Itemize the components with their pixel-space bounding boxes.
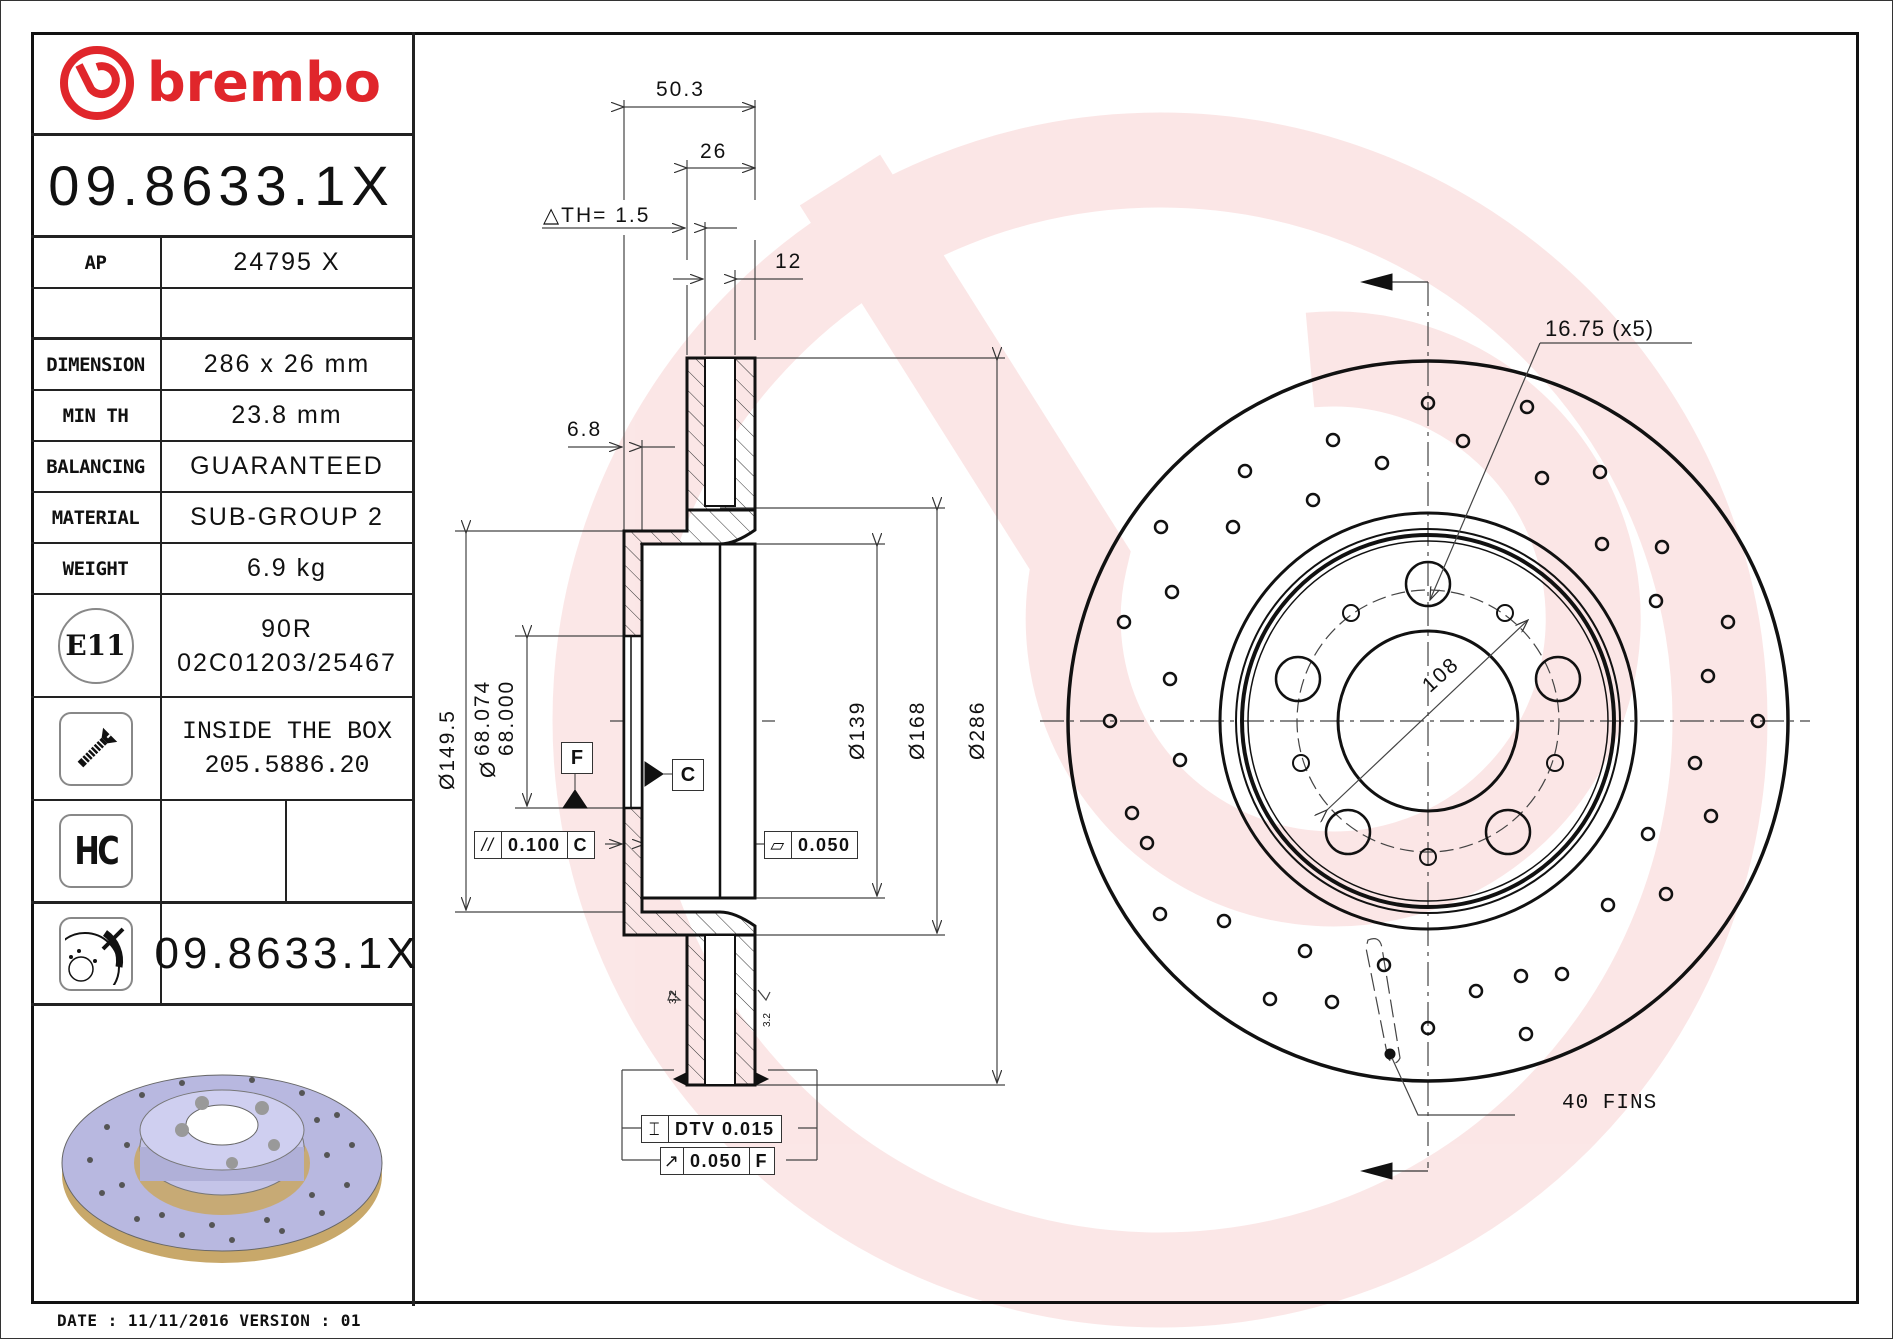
hc-feature: HC xyxy=(31,801,160,901)
spec-label-ap: AP xyxy=(84,251,107,274)
dim-d286: Ø286 xyxy=(966,700,989,760)
tolerance-runout: ↗ 0.050 F xyxy=(660,1147,776,1175)
flatness-icon: ▱ xyxy=(765,832,792,858)
footer-date-version: DATE : 11/11/2016 VERSION : 01 xyxy=(57,1311,361,1330)
screw-line2: 205.5886.20 xyxy=(204,750,370,780)
tolerance-flatness: ▱ 0.050 xyxy=(764,831,858,859)
roughness-right: 3.2 xyxy=(762,1013,773,1027)
disc-ref-part-number: 09.8633.1X xyxy=(154,928,420,978)
dim-d68-prefix: Ø xyxy=(477,759,500,778)
dim-d139: Ø139 xyxy=(846,700,869,760)
dtv-value: DTV 0.015 xyxy=(675,1118,775,1139)
spec-label-weight: WEIGHT xyxy=(62,557,129,580)
spec-value-empty xyxy=(162,289,412,337)
dim-bolt-hole: 16.75 (x5) xyxy=(1545,316,1655,341)
tolerance-dtv: ⌶ DTV 0.015 xyxy=(641,1115,782,1143)
homologation-line1: 90R xyxy=(261,614,313,643)
homologation-line2: 02C01203/25467 xyxy=(177,648,397,677)
spec-label-material: MATERIAL xyxy=(51,506,140,529)
runout-datum: F xyxy=(755,1150,769,1171)
parallelism-datum: C xyxy=(573,834,589,855)
spec-value-weight: 6.9 kg xyxy=(246,554,328,582)
disc-ref-cell xyxy=(31,904,160,1003)
dim-hat-wall: 6.8 xyxy=(567,418,603,441)
flatness-value: 0.050 xyxy=(798,834,851,855)
thickness-variation-icon: ⌶ xyxy=(642,1116,669,1142)
spec-label-dimension: DIMENSION xyxy=(46,353,145,376)
parallelism-icon: // xyxy=(475,832,502,858)
screw-text: INSIDE THE BOX 205.5886.20 xyxy=(162,698,412,799)
drawing-frame xyxy=(31,32,1859,1304)
spec-value-material: SUB-GROUP 2 xyxy=(190,503,384,531)
parallelism-value: 0.100 xyxy=(502,832,568,858)
runout-value: 0.050 xyxy=(684,1148,750,1174)
runout-icon: ↗ xyxy=(661,1148,684,1174)
e11-homologation: E11 xyxy=(31,595,160,696)
spec-label-min-th: MIN TH xyxy=(62,404,129,427)
homologation-code: 90R 02C01203/25467 xyxy=(162,595,412,696)
spec-value-balancing: GUARANTEED xyxy=(190,452,384,480)
dim-d149: Ø149.5 xyxy=(436,709,459,790)
datum-c: C xyxy=(672,759,704,791)
tolerance-parallelism: // 0.100 C xyxy=(474,831,596,859)
screw-icon xyxy=(58,711,133,786)
dim-delta-th: △TH= 1.5 xyxy=(543,204,651,227)
brake-disc-render-icon xyxy=(61,1074,382,1263)
screw-line1: INSIDE THE BOX xyxy=(181,716,393,746)
disc-3d-render xyxy=(31,1006,412,1303)
spec-value-dimension: 286 x 26 mm xyxy=(203,350,371,378)
label-fins: 40 FINS xyxy=(1562,1092,1658,1115)
dim-d168: Ø168 xyxy=(906,700,929,760)
dim-cheek: 12 xyxy=(775,250,803,273)
datum-f: F xyxy=(561,742,593,774)
svg-text:brembo: brembo xyxy=(147,51,381,114)
screw-info xyxy=(31,698,160,799)
title-block: brembo 09.8633.1X AP 24795 X DIMENSION 2… xyxy=(31,32,420,1306)
spec-value-ap: 24795 X xyxy=(233,248,341,276)
dim-d68-upper: 68.074 xyxy=(471,679,494,756)
dim-overall-height: 50.3 xyxy=(656,78,705,101)
dim-d68-lower: 68.000 xyxy=(495,679,518,756)
disc-caliper-icon xyxy=(58,916,133,991)
hc-coating-icon: HC xyxy=(58,814,133,888)
brand-logo: brembo xyxy=(31,32,412,133)
spec-label-balancing: BALANCING xyxy=(46,455,145,478)
e11-mark-icon: E11 xyxy=(57,607,134,684)
spec-value-min-th: 23.8 mm xyxy=(231,401,343,429)
part-number: 09.8633.1X xyxy=(48,154,395,217)
roughness-left: 3.2 xyxy=(668,990,679,1004)
dim-thickness: 26 xyxy=(700,140,728,163)
brembo-logo-icon: brembo xyxy=(59,45,381,120)
spec-label-empty xyxy=(31,289,160,337)
